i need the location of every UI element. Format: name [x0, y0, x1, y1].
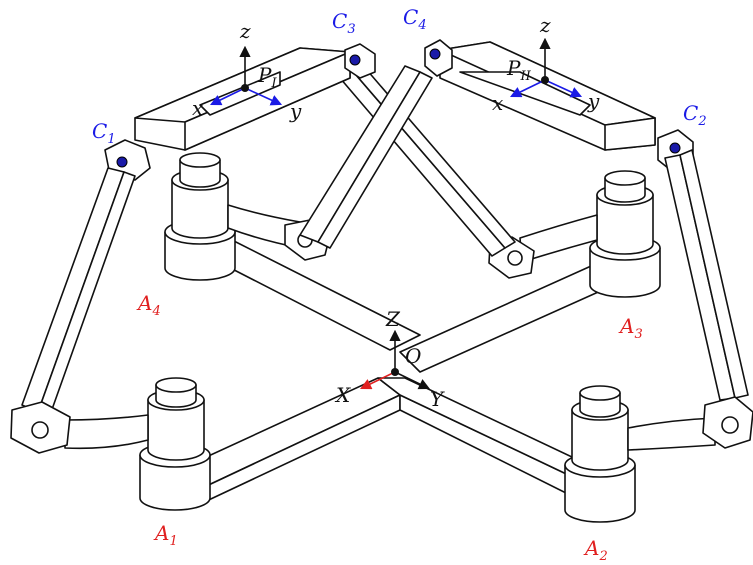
base-pillar-a2 — [564, 385, 636, 523]
label-a3: A3 — [618, 314, 643, 342]
proximal-arm-a2 — [627, 396, 753, 451]
label-p-ii: PII — [506, 56, 532, 84]
platform-i — [134, 47, 351, 151]
platform-ii — [439, 41, 656, 151]
proximal-arm-a1 — [10, 401, 149, 454]
world-frame — [359, 329, 431, 390]
axis-label-y-i: y — [289, 99, 302, 123]
distal-leg-c2 — [664, 149, 749, 401]
axis-label-world-x: X — [334, 383, 351, 407]
axis-label-world-o: O — [405, 344, 421, 368]
label-c4: C4 — [403, 5, 427, 33]
joint-c4 — [429, 48, 441, 60]
base-cross — [177, 237, 626, 506]
axis-label-y-ii: y — [587, 89, 600, 113]
label-c2: C2 — [683, 101, 707, 129]
distal-leg-c1 — [21, 167, 136, 416]
proximal-arm-a3 — [488, 214, 598, 279]
axis-label-z-i: z — [239, 19, 251, 43]
label-a4: A4 — [136, 291, 161, 319]
joint-c3 — [349, 54, 361, 66]
joint-c2 — [669, 142, 681, 154]
axis-label-z-ii: z — [539, 13, 551, 37]
joint-c1 — [116, 156, 128, 168]
label-p-i: PI — [257, 63, 277, 91]
base-pillar-a1 — [139, 377, 211, 511]
axis-label-world-y: Y — [430, 387, 445, 411]
axis-label-world-z: Z — [385, 307, 401, 331]
label-c3: C3 — [332, 9, 356, 37]
axis-label-x-ii: x — [492, 91, 503, 115]
label-a2: A2 — [583, 536, 608, 564]
distal-leg-c4 — [299, 65, 433, 249]
label-c1: C1 — [92, 119, 116, 147]
frame-platform-i — [209, 45, 283, 106]
label-a1: A1 — [153, 521, 178, 549]
base-pillar-a3 — [589, 170, 661, 298]
frame-platform-ii — [509, 37, 583, 98]
base-pillar-a4 — [164, 152, 236, 281]
axis-label-x-i: x — [192, 96, 203, 120]
